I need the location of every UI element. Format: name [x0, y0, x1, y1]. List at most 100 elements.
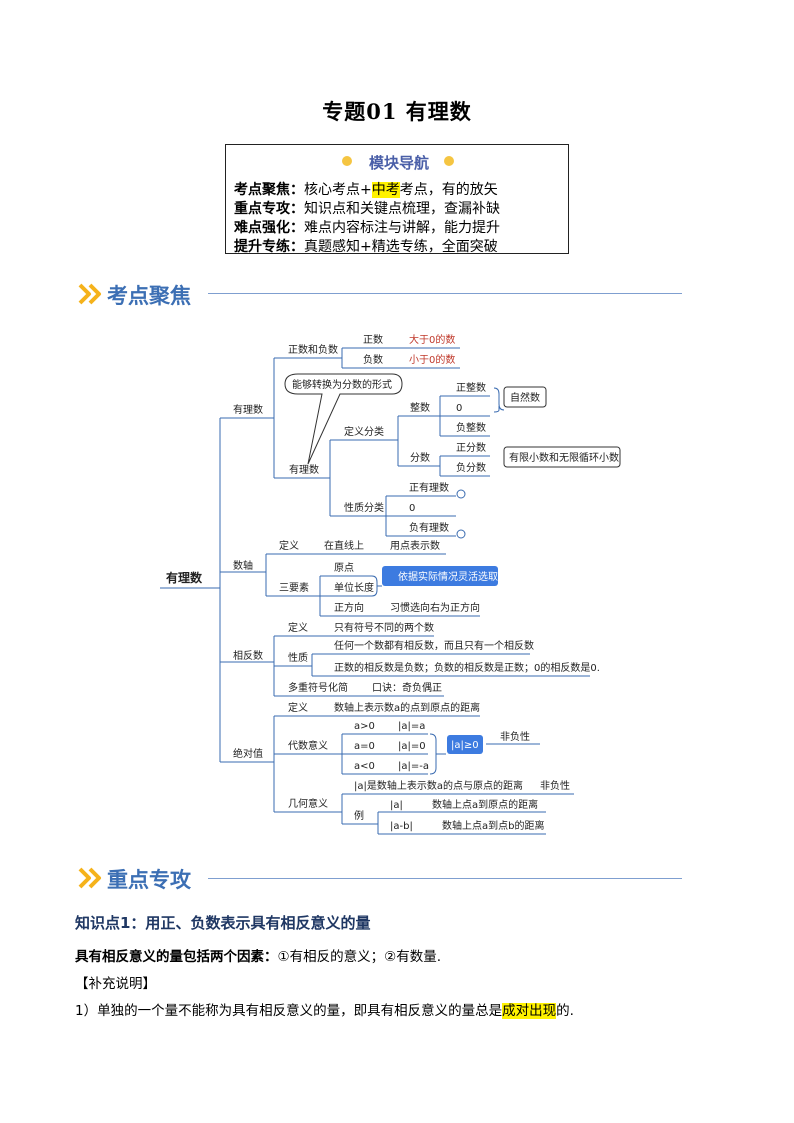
mm-xiangfanshu: 相反数 — [233, 649, 263, 662]
mm-xf-xingzhi: 性质 — [288, 651, 308, 664]
section-divider — [208, 293, 682, 294]
nav-row-focus: 考点聚焦：核心考点+中考考点，有的放矢 — [234, 179, 498, 199]
knowledge-line-text: 的. — [556, 1003, 574, 1019]
mm-fufenshu: 负分数 — [456, 461, 486, 474]
mm-jd-e2-desc: 数轴上点a到点b的距离 — [442, 819, 544, 832]
nav-row-highlight: 中考 — [371, 182, 400, 198]
nav-row-text: 核心考点+ — [304, 182, 372, 198]
mm-dingyi-fenlei: 定义分类 — [344, 425, 384, 438]
mm-fuzhengshu: 负整数 — [456, 421, 486, 434]
mm-juedui: 绝对值 — [233, 747, 263, 760]
section-title-focus: 考点聚焦 — [107, 284, 191, 308]
chevron-double-icon — [78, 283, 101, 305]
nav-row-text: 知识点和关键点梳理，查漏补缺 — [304, 201, 500, 217]
nav-row-text: 难点内容标注与讲解，能力提升 — [304, 220, 500, 236]
mm-shuzhou: 数轴 — [233, 559, 253, 572]
mm-fushu: 负数 — [363, 353, 383, 366]
box-youxian — [503, 446, 621, 468]
nav-row-label: 提升专练： — [234, 239, 304, 255]
mm-ziranshu: 自然数 — [510, 391, 540, 404]
mm-sz-yiju: 依据实际情况灵活选取 — [398, 570, 498, 583]
page-title: 专题01 有理数 — [322, 99, 472, 124]
nav-row-text: 考点，有的放矢 — [399, 182, 498, 198]
mm-jd-c3: a<0 — [354, 761, 375, 772]
mm-fuyoulishu: 负有理数 — [409, 521, 449, 534]
nav-row-hard: 难点强化：难点内容标注与讲解，能力提升 — [234, 217, 500, 237]
mm-bubble: 能够转换为分数的形式 — [292, 378, 392, 391]
nav-heading: 模块导航 — [368, 154, 429, 172]
knowledge-note: 【补充说明】 — [75, 976, 156, 992]
mm-jd-e1-desc: 数轴上点a到原点的距离 — [432, 798, 538, 811]
mm-sz-yongdian: 用点表示数 — [390, 539, 440, 552]
box-ziranshu — [503, 386, 547, 408]
mm-jd-dingyi: 定义 — [288, 701, 308, 714]
nav-row-label: 考点聚焦： — [234, 182, 304, 198]
mm-xf-dingyi-desc: 只有符号不同的两个数 — [334, 621, 434, 634]
mind-map: 有理数 有理数 正数和负数 正数 大于0的数 负数 小于0的数 能够转换为分数的… — [160, 333, 621, 835]
nav-row-label: 重点专攻： — [234, 201, 304, 217]
mm-jd-li: 例 — [354, 809, 364, 822]
callout-bubble — [284, 373, 403, 465]
mm-sz-dingyi: 定义 — [279, 539, 299, 552]
mm-xf-koujue: 口诀：奇负偶正 — [372, 681, 442, 694]
box-yiju — [382, 566, 498, 586]
nav-header-decoration — [266, 156, 530, 166]
knowledge-line-2: 1）单独的一个量不能称为具有相反意义的量，即具有相反意义的量总是成对出现的. — [75, 999, 574, 1019]
mm-xf-xingzhi2: 正数的相反数是负数；负数的相反数是正数；0的相反数是0. — [334, 661, 600, 674]
nav-dot-right-icon — [444, 156, 454, 166]
chevron-double-icon — [78, 867, 101, 889]
mm-jd-e1: |a| — [390, 800, 403, 811]
marker-icon — [456, 529, 466, 539]
knowledge-line-1: 具有相反意义的量包括两个因素：①有相反的意义；②有数量. — [75, 945, 441, 965]
mm-jd-feifu: 非负性 — [500, 730, 530, 743]
knowledge-line-text: 1）单独的一个量不能称为具有相反意义的量，即具有相反意义的量总是 — [75, 1003, 503, 1019]
mm-jd-c1: a>0 — [354, 721, 375, 732]
mm-jd-e2: |a-b| — [390, 821, 413, 832]
mm-jd-r3: |a|=-a — [398, 761, 429, 772]
mm-zhengfenshu: 正分数 — [456, 441, 486, 454]
mm-root: 有理数 — [166, 570, 203, 585]
mm-youlishu2: 有理数 — [289, 463, 319, 476]
mm-zero2: 0 — [409, 503, 415, 514]
mm-zhengshu-desc: 大于0的数 — [409, 333, 455, 346]
marker-icon — [456, 489, 466, 499]
mm-fushu-desc: 小于0的数 — [409, 353, 455, 366]
section-title-key: 重点专攻 — [107, 868, 191, 892]
mm-zhengfushu: 正数和负数 — [288, 343, 338, 356]
nav-dot-left-icon — [342, 156, 352, 166]
knowledge-highlight: 成对出现 — [502, 1003, 557, 1019]
module-nav-box: 模块导航 考点聚焦：核心考点+中考考点，有的放矢 重点专攻：知识点和关键点梳理，… — [225, 144, 569, 256]
nav-row-practice: 提升专练：真题感知+精选专练，全面突破 — [234, 236, 498, 256]
mm-jd-feifu2: 非负性 — [540, 779, 570, 792]
mm-youxian: 有限小数和无限循环小数 — [509, 451, 619, 464]
mm-sz-xiguan: 习惯选向右为正方向 — [390, 601, 480, 614]
mm-xingzhi-fenlei: 性质分类 — [344, 501, 384, 514]
mm-zhengzhengshu: 正整数 — [456, 381, 486, 394]
mm-youlishu: 有理数 — [233, 403, 263, 416]
mm-jd-c2: a=0 — [354, 741, 375, 752]
mm-xf-duochong: 多重符号化简 — [288, 681, 348, 694]
mm-jd-r2: |a|=0 — [398, 741, 426, 752]
knowledge-line-text: ①有相反的意义；②有数量. — [277, 949, 442, 965]
mm-xf-dingyi: 定义 — [288, 621, 308, 634]
mm-sz-danwei: 单位长度 — [334, 581, 374, 594]
box-ge0 — [447, 735, 483, 754]
knowledge-point-title: 知识点1：用正、负数表示具有相反意义的量 — [75, 914, 371, 932]
mm-jd-r1: |a|=a — [398, 721, 425, 732]
mm-zero: 0 — [456, 403, 462, 414]
knowledge-line-bold: 具有相反意义的量包括两个因素： — [75, 949, 278, 965]
mm-jd-jihe: 几何意义 — [288, 797, 328, 810]
mm-zhengshu: 正数 — [363, 333, 383, 346]
mm-sz-zhengfangxiang: 正方向 — [334, 601, 364, 614]
nav-row-text: 真题感知+精选专练，全面突破 — [304, 239, 498, 255]
mm-jd-daishu: 代数意义 — [288, 739, 328, 752]
mm-xf-xingzhi1: 任何一个数都有相反数，而且只有一个相反数 — [334, 639, 534, 652]
mm-zhengyoulishu: 正有理数 — [409, 481, 449, 494]
mm-jd-ge0: |a|≥0 — [451, 740, 479, 751]
mm-sz-sanyaosu: 三要素 — [279, 581, 309, 594]
mm-jd-dingyi-desc: 数轴上表示数a的点到原点的距离 — [334, 701, 480, 714]
mm-jd-jihe-desc: |a|是数轴上表示数a的点与原点的距离 — [354, 779, 523, 792]
nav-row-key: 重点专攻：知识点和关键点梳理，查漏补缺 — [234, 198, 500, 218]
mm-fenshu: 分数 — [410, 451, 430, 464]
mm-sz-zhixian: 在直线上 — [324, 539, 364, 552]
